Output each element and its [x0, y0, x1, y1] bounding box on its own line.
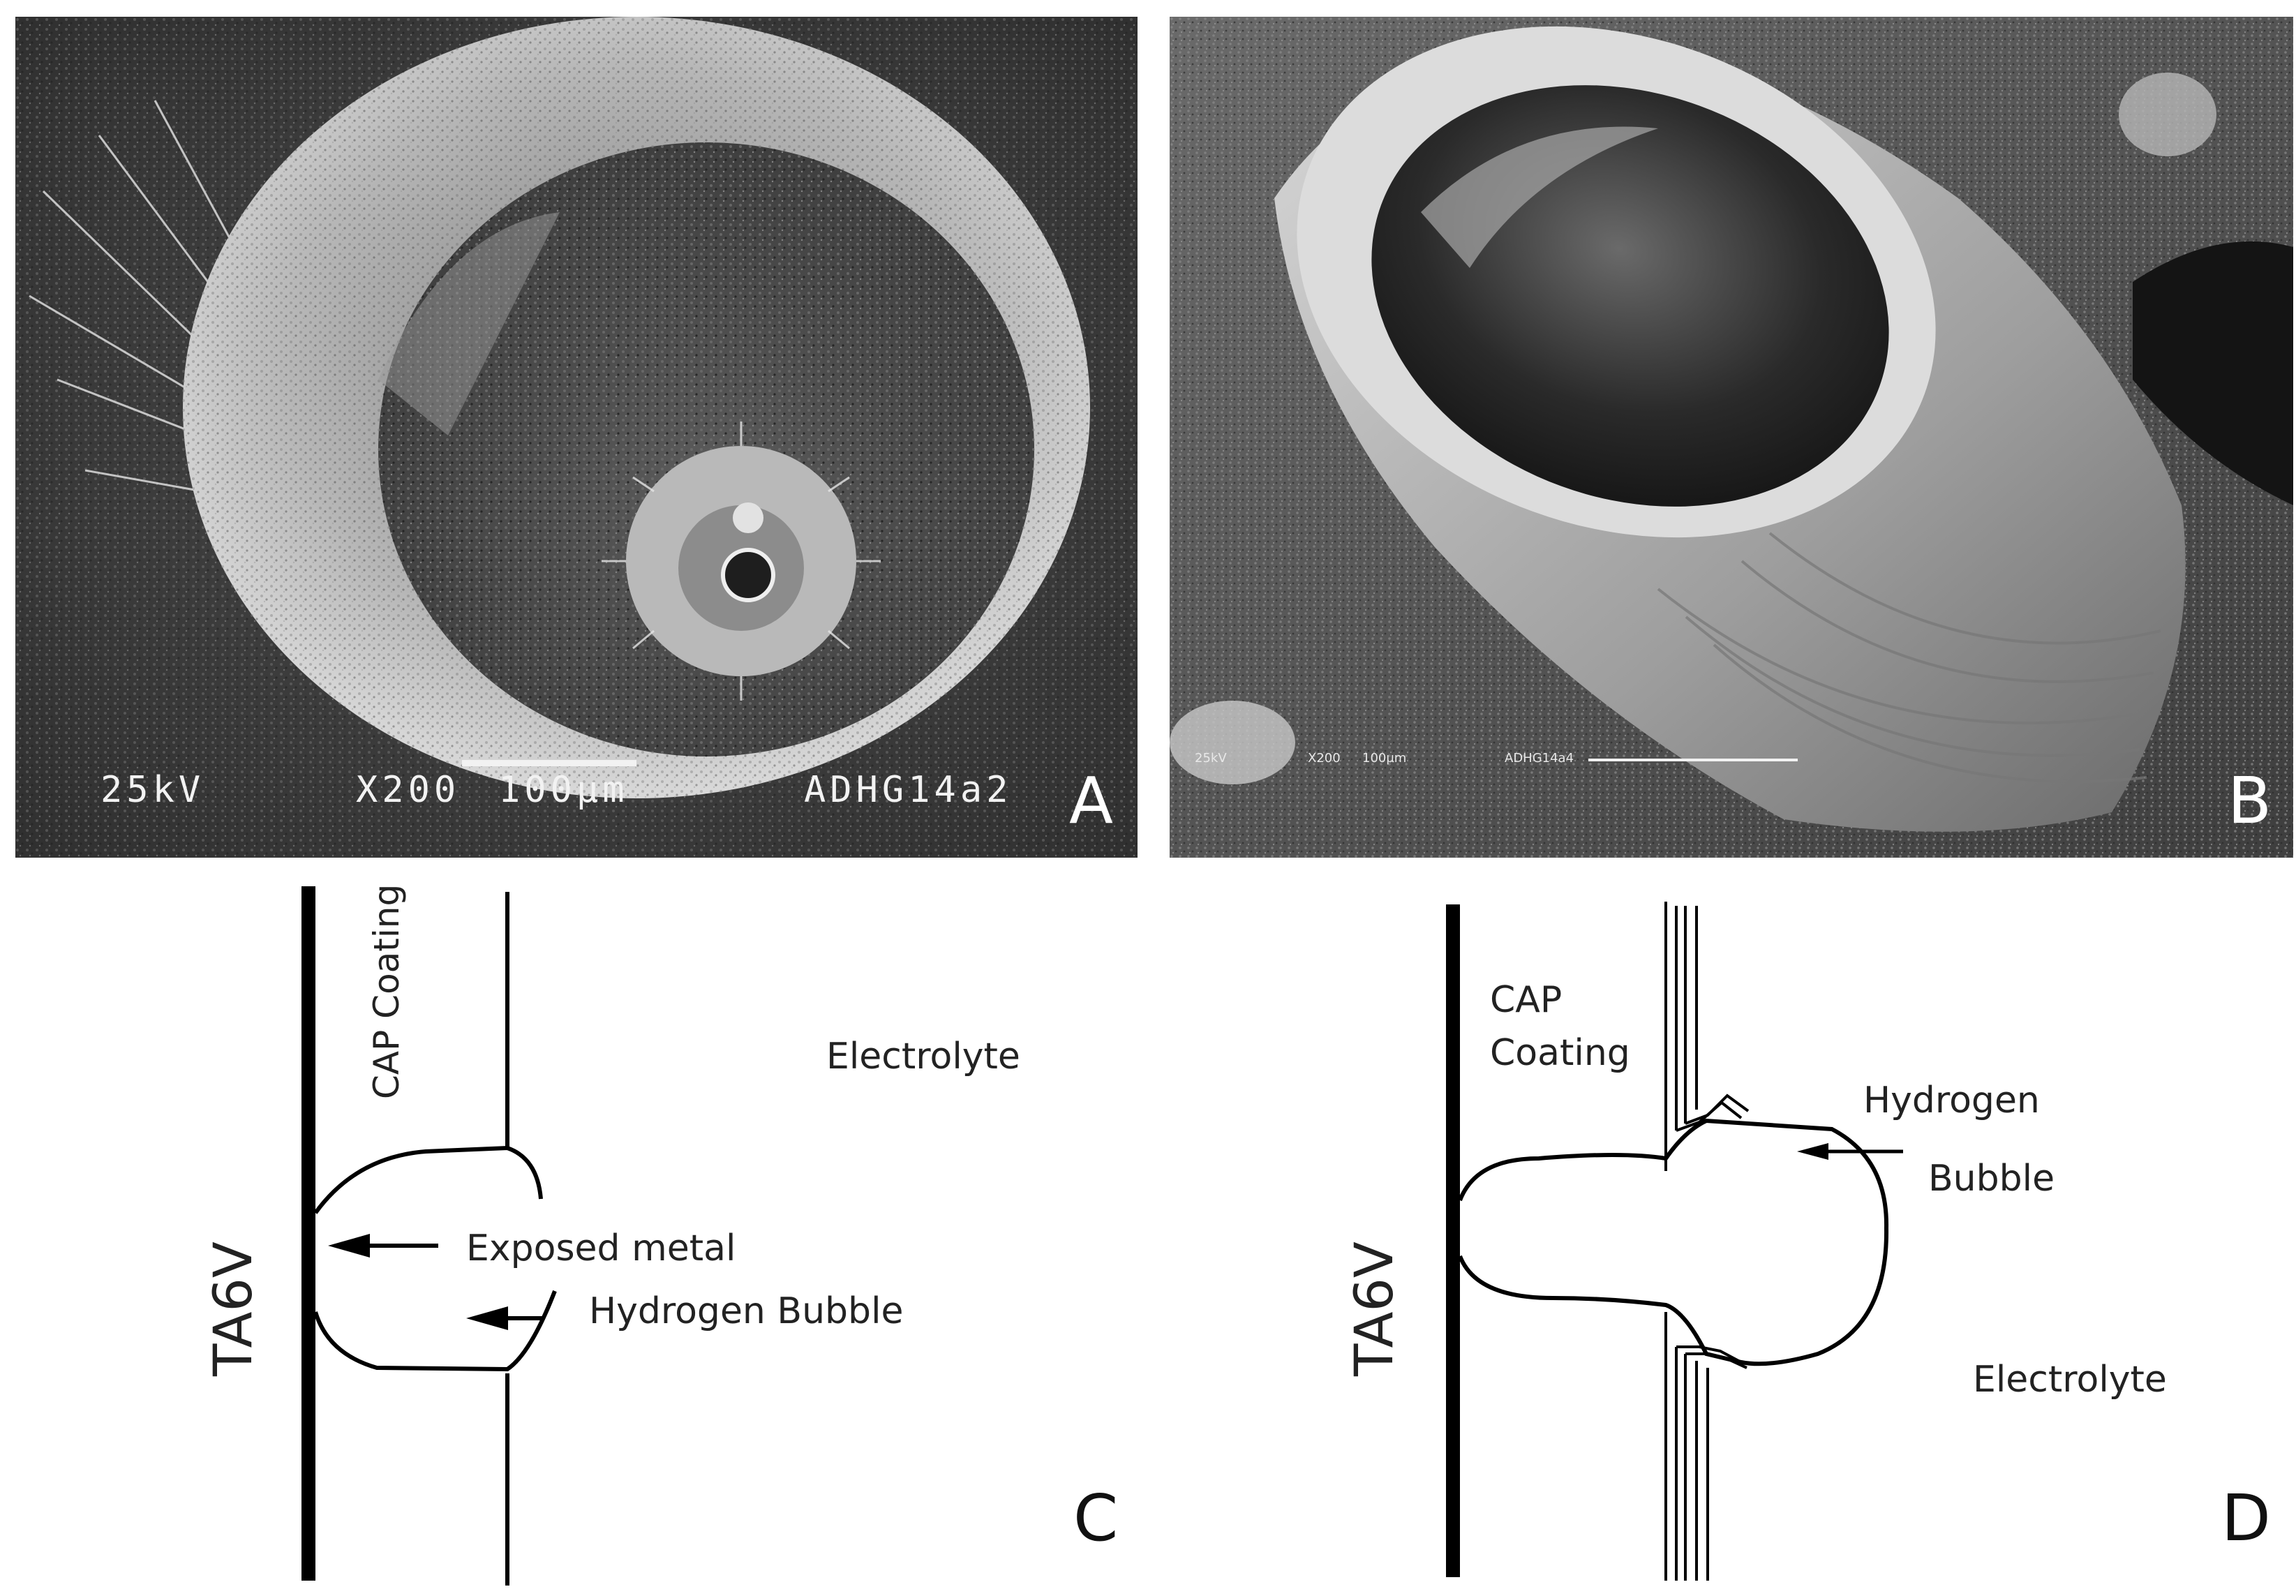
label-electrolyte-d: Electrolyte [1973, 1359, 2167, 1401]
sem-magnification-b: X200 [1308, 751, 1341, 766]
diagram-d: CAP Coating Hydrogen Bubble Electrolyte … [1148, 865, 2296, 1596]
label-hydrogen-bubble-c: Hydrogen Bubble [589, 1290, 904, 1332]
label-substrate-c: TA6V [202, 1241, 264, 1376]
sem-scale-text-a: 100µm [498, 769, 629, 811]
sem-sample-id-b: ADHG14a4 [1505, 751, 1574, 766]
sem-image-a-graphic [15, 17, 1138, 858]
label-coating-line1-d: CAP [1490, 979, 1563, 1021]
sem-image-a: 25kV X200 100µm ADHG14a2 A [15, 17, 1138, 858]
label-coating-c: CAP Coating [366, 883, 407, 1099]
label-bubble-line1-d: Hydrogen [1863, 1080, 2040, 1121]
sem-scale-text-b: 100µm [1362, 751, 1407, 766]
sem-sample-id-a: ADHG14a2 [804, 769, 1013, 811]
sem-magnification-a: X200 [356, 769, 461, 811]
sem-image-b: 25kV X200 100µm ADHG14a4 B [1170, 17, 2293, 858]
label-coating-line2-d: Coating [1490, 1032, 1630, 1074]
panel-letter-d: D [2221, 1481, 2271, 1556]
panel-letter-a: A [1069, 763, 1113, 838]
scale-bar-b [1588, 759, 1798, 761]
label-exposed-metal-c: Exposed metal [466, 1228, 736, 1269]
scale-bar-a [462, 760, 636, 766]
panel-letter-b: B [2228, 763, 2272, 838]
diagram-d-lines [1446, 902, 1903, 1581]
diagram-c-lines [301, 886, 557, 1586]
label-substrate-d: TA6V [1343, 1241, 1405, 1376]
sem-image-b-graphic [1170, 17, 2293, 858]
panel-letter-c: C [1073, 1481, 1119, 1556]
label-bubble-line2-d: Bubble [1928, 1158, 2055, 1200]
sem-voltage-a: 25kV [100, 769, 205, 811]
sem-voltage-b: 25kV [1195, 751, 1227, 766]
label-electrolyte-c: Electrolyte [826, 1036, 1020, 1077]
diagram-c: CAP Coating Electrolyte Exposed metal Hy… [0, 865, 1148, 1596]
